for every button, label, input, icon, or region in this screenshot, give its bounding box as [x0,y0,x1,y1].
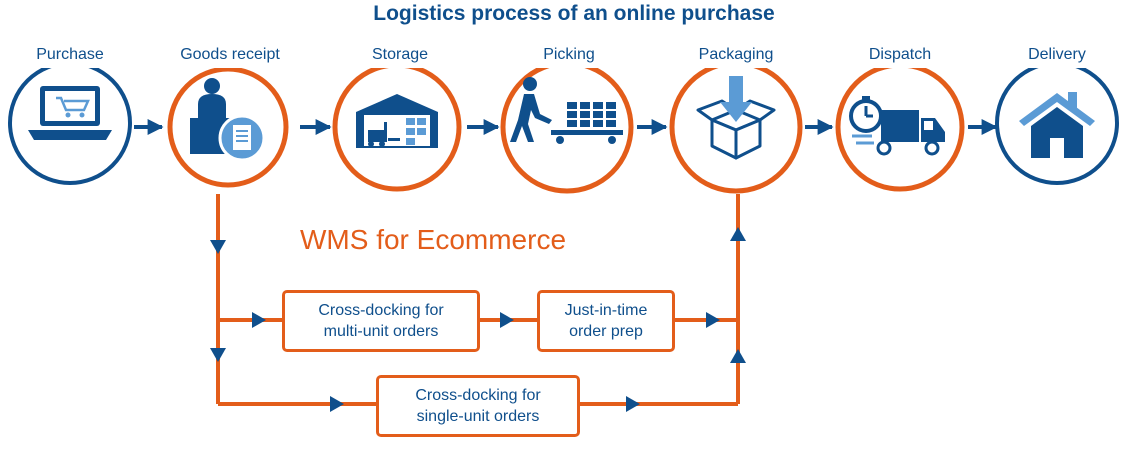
receptionist-document-icon [190,78,266,162]
box-just-in-time-label: Just-in-time order prep [564,302,648,340]
wms-flow-lines [216,194,740,406]
flow-arrow-down [210,240,226,254]
wms-flow-arrows [210,227,746,412]
wms-title: WMS for Ecommerce [300,224,567,255]
stage-label-picking: Picking [543,46,595,63]
flow-arrow-right [706,312,720,328]
stage-label-dispatch: Dispatch [868,46,932,63]
box-cross-docking-single-unit-label: Cross-docking for single-unit orders [415,387,541,425]
box-cross-docking-multi-unit-label: Cross-docking for multi-unit orders [318,302,444,340]
warehouse-forklift-icon [356,94,438,148]
flow-arrow-down [210,348,226,362]
stage-label-delivery: Delivery [1028,46,1086,63]
delivery-truck-clock-icon [849,96,945,156]
laptop-cart-icon [28,86,112,140]
flow-arrow-up [730,227,746,241]
stage-circle-goods-receipt [167,66,289,188]
flow-arrow-right [252,312,266,328]
flow-arrow-right [330,396,344,412]
box-arrow-icon [696,76,776,160]
diagram-title: Logistics process of an online purchase [373,2,775,25]
box-cross-docking-multi-unit: Cross-docking for multi-unit orders [282,290,480,352]
box-just-in-time: Just-in-time order prep [537,290,675,352]
box-cross-docking-single-unit: Cross-docking for single-unit orders [376,375,580,437]
house-icon [1019,92,1095,158]
stage-label-goods-receipt: Goods receipt [180,46,280,63]
stage-label-storage: Storage [371,46,429,63]
stage-label-purchase: Purchase [36,46,104,63]
flow-arrow-up [730,349,746,363]
stage-label-packaging: Packaging [698,46,774,63]
flow-arrow-right [626,396,640,412]
flow-arrow-right [500,312,514,328]
worker-pallet-icon [510,77,623,144]
